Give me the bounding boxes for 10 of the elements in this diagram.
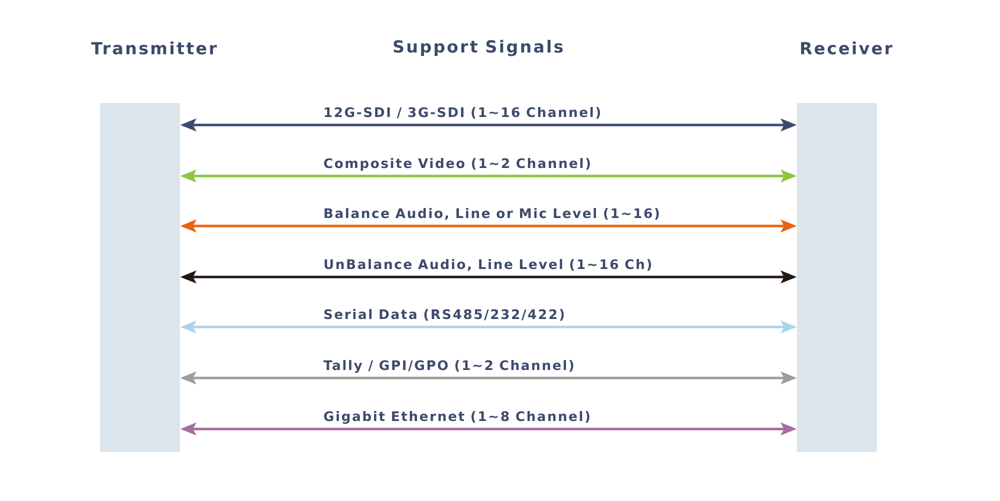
edge-label: Balance Audio, Line or Mic Level (1~16): [322, 206, 662, 222]
edge-label: Serial Data (RS485/232/422): [322, 308, 566, 322]
edge-label: Gigabit Ethernet (1~8 Channel): [322, 410, 592, 425]
edge-label: Composite Video (1~2 Channel): [322, 156, 592, 172]
edge-label: 12G-SDI / 3G-SDI (1~16 Channel): [322, 106, 602, 120]
edge-label: Tally / GPI/GPO (1~2 Channel): [322, 358, 576, 374]
column-heading: Transmitter: [91, 42, 217, 54]
column-heading: Support Signals: [394, 40, 563, 56]
column-heading: Receiver: [801, 42, 892, 54]
edge-label: UnBalance Audio, Line Level (1~16 Ch): [322, 258, 654, 272]
